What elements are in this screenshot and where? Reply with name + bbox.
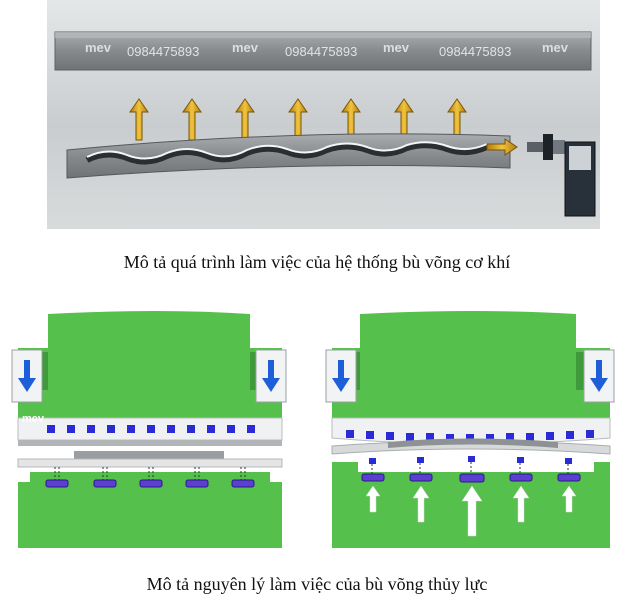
upper-ram <box>17 311 283 446</box>
right-cylinder <box>255 349 287 403</box>
mechanical-crowning-diagram: mev 0984475893 mev 0984475893 mev 098447… <box>47 0 600 229</box>
ram-blocks <box>346 430 594 442</box>
upper-beam <box>54 31 592 71</box>
up-arrow-icon <box>412 485 430 523</box>
svg-text:0984475893: 0984475893 <box>439 44 511 59</box>
down-arrow-icon <box>18 360 36 392</box>
svg-text:0984475893: 0984475893 <box>285 44 357 59</box>
svg-text:mev: mev <box>85 40 112 55</box>
down-arrow-icon <box>590 360 608 392</box>
svg-text:mev: mev <box>383 40 410 55</box>
up-arrow-1 <box>129 98 149 141</box>
up-arrow-icon <box>561 485 577 513</box>
logo: mev <box>22 413 45 425</box>
motor <box>527 134 596 217</box>
hydraulic-crowning-right-diagram <box>318 300 634 555</box>
left-cylinder <box>325 349 357 403</box>
bottom-caption: Mô tả nguyên lý làm việc của bù võng thủ… <box>146 574 488 594</box>
up-arrow-icon <box>512 485 530 523</box>
bed-cylinders <box>45 479 255 488</box>
ram-blocks <box>47 425 255 433</box>
svg-text:0984475893: 0984475893 <box>127 44 199 59</box>
lower-bed <box>18 472 282 548</box>
hydraulic-crowning-left-diagram: mev <box>0 300 305 555</box>
top-caption: Mô tả quá trình làm việc của hệ thống bù… <box>123 252 511 272</box>
left-cylinder <box>11 349 43 403</box>
up-arrow-icon <box>365 485 381 513</box>
upper-ram <box>331 311 611 445</box>
up-arrow-icon <box>461 485 483 537</box>
down-arrow-icon <box>332 360 350 392</box>
watermark: mev 0984475893 mev 0984475893 mev 098447… <box>85 40 569 59</box>
bed-force-arrows <box>365 485 577 537</box>
bed-cylinders <box>361 473 581 483</box>
lower-wedge-beam <box>66 133 518 179</box>
down-arrow-icon <box>262 360 280 392</box>
right-cylinder <box>583 349 615 403</box>
svg-text:mev: mev <box>542 40 569 55</box>
svg-text:mev: mev <box>232 40 259 55</box>
right-arrow <box>486 138 518 156</box>
workpiece <box>74 451 224 459</box>
